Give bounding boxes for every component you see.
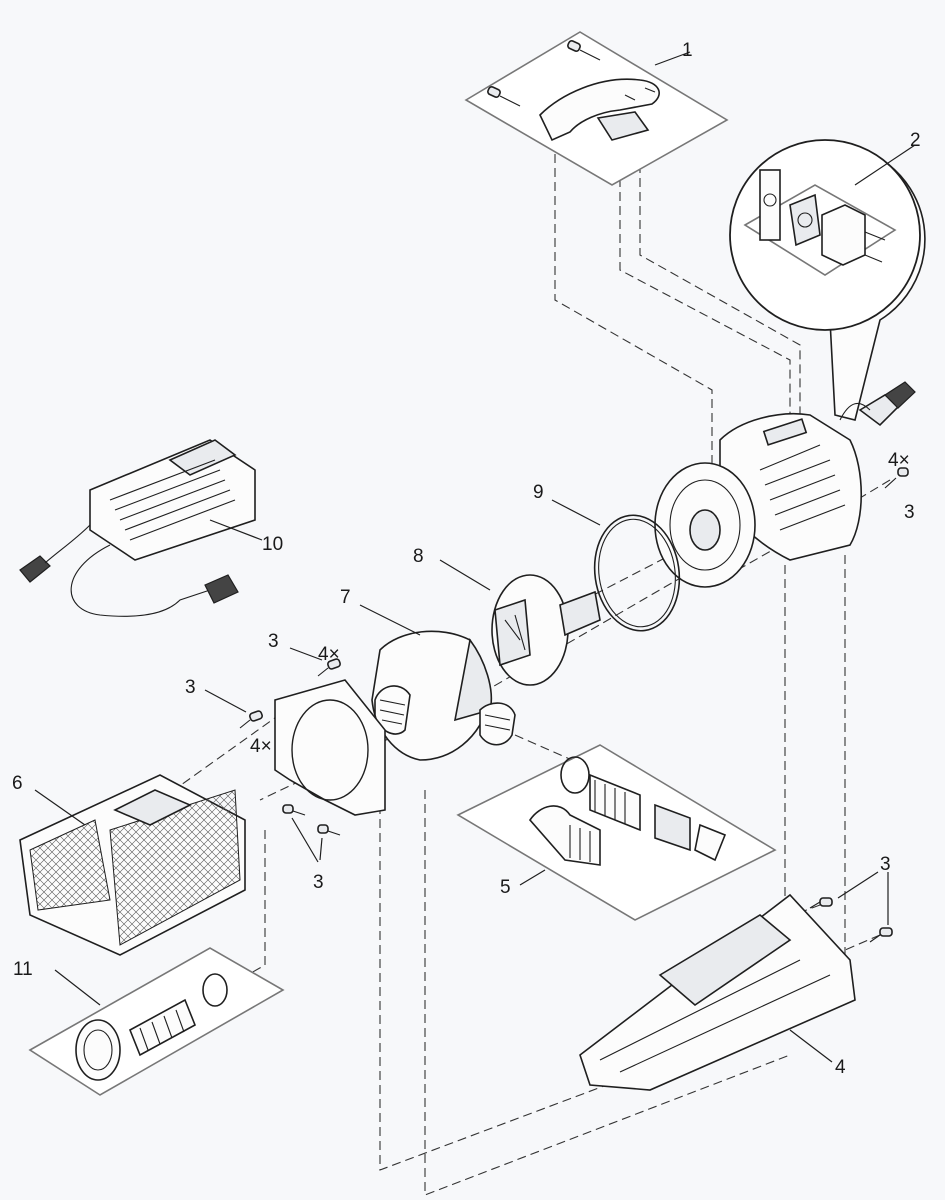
label-7: 7 [340,587,351,608]
label-6: 6 [12,773,23,794]
handle-clip [596,111,650,141]
screw-icon [239,710,263,729]
motor-mount-tab [762,418,808,446]
control-button [168,439,237,476]
o-ring: 9 [533,482,681,632]
label-3-right-multiplier: 4× [888,450,910,471]
label-4: 4 [835,1057,846,1078]
screw-icon [282,804,306,816]
inlet-thread [479,702,516,746]
label-11: 11 [13,959,33,980]
control-unit: 10 [19,439,283,617]
screw-icon [487,86,521,107]
label-8: 8 [413,546,424,567]
label-3-upper-multiplier: 4× [318,644,340,665]
screw-icon [567,40,601,61]
connector-cover [821,204,866,266]
label-3-right: 3 [904,502,915,523]
handle [539,78,660,142]
connector-socket [789,193,821,247]
label-9: 9 [533,482,544,503]
label-3-lower: 3 [313,872,324,893]
handle-assembly: 1 [464,31,729,186]
power-plug-icon [204,574,239,604]
gasket-plate [274,679,386,816]
screw-icon [809,897,833,909]
label-3-bottom-right: 3 [880,854,891,875]
label-5: 5 [500,877,511,898]
label-10: 10 [262,534,283,555]
label-1: 1 [682,40,693,61]
cable-plug-icon [884,381,916,409]
screw-icon [317,824,341,836]
label-2: 2 [910,130,921,151]
motor-housing [654,381,916,588]
label-3-left: 3 [185,677,196,698]
screw-icon [884,467,909,489]
hose-fittings-kit: 5 [456,744,777,921]
connector-detail-inset: 2 [729,130,926,421]
pump-housing: 7 [340,587,516,761]
base-stand: 4 [579,893,856,1091]
wall-plate [759,169,781,241]
impeller: 8 [413,546,601,686]
filter-basket: 6 [12,773,246,956]
inlet-fittings-kit: 11 [13,947,285,1096]
screw-icon [869,927,893,943]
label-3-upper: 3 [268,631,279,652]
cable-connector-icon [19,555,51,583]
label-3-left-multiplier: 4× [250,736,272,757]
screw-icon [317,658,341,677]
